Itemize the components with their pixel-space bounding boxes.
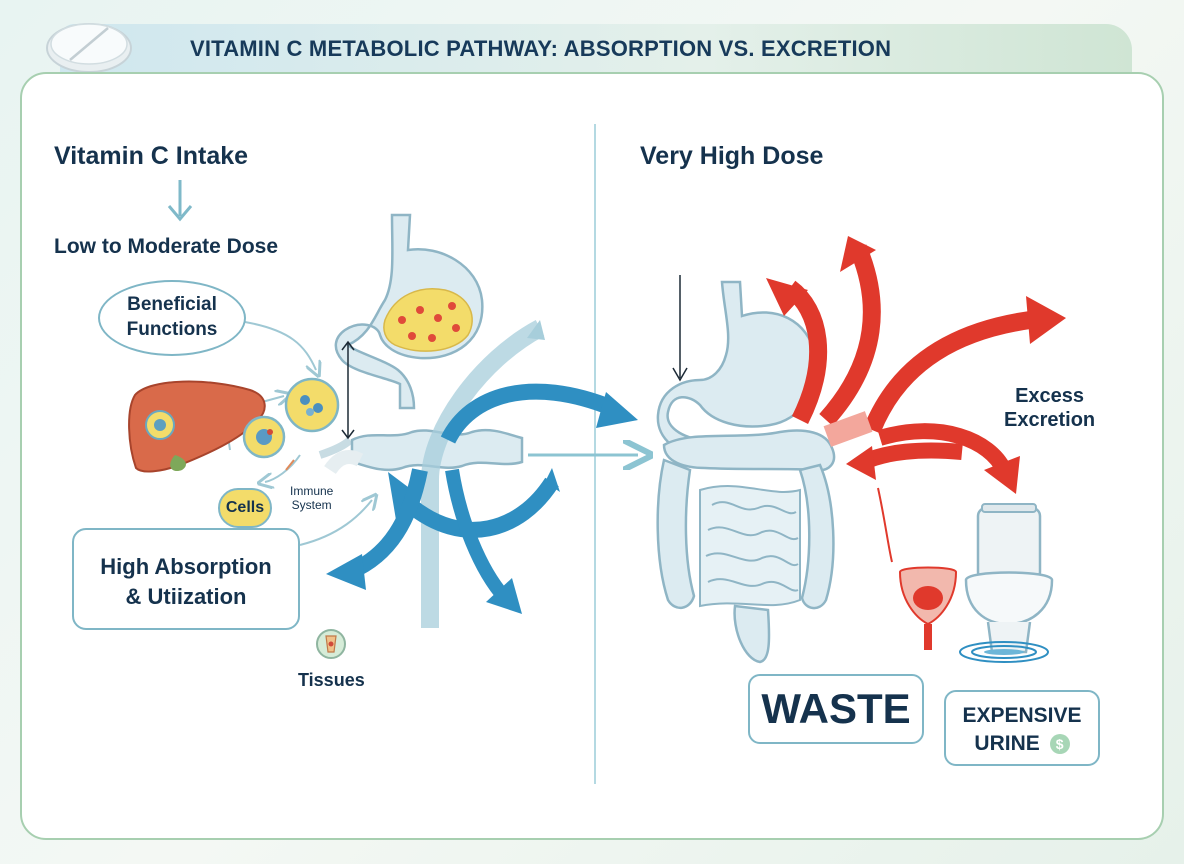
cell-illustrations: [242, 377, 353, 471]
waste-callout: WASTE: [748, 674, 924, 744]
left-stomach: [334, 213, 484, 410]
excess-line-2: Excretion: [1004, 409, 1096, 431]
low-dose-label: Low to Moderate Dose: [54, 235, 279, 258]
urine-label: URINE: [974, 732, 1040, 755]
beneficial-functions-bubble: Beneficial Functions: [98, 280, 246, 356]
immune-system-label: Immune System: [290, 484, 333, 512]
absorption-line-1: High Absorption: [100, 554, 272, 579]
intake-down-arrow: [167, 180, 193, 222]
liver-illustration: [128, 380, 266, 473]
right-intestines: [656, 429, 836, 664]
vitamin-tablet-icon: [46, 23, 132, 73]
high-absorption-callout: High Absorption & Utiization: [72, 528, 300, 630]
right-stomach: [656, 280, 818, 457]
immune-line-1: Immune: [290, 484, 334, 498]
intake-heading: Vitamin C Intake: [54, 142, 249, 170]
tissues-label: Tissues: [298, 670, 365, 690]
cells-label: Cells: [225, 499, 265, 516]
excess-line-1: Excess: [1015, 385, 1085, 407]
tissue-icon: [316, 629, 346, 659]
beneficial-line-1: Beneficial: [127, 294, 217, 315]
excretion-arrows: [766, 236, 1066, 563]
cells-badge: Cells: [218, 488, 272, 528]
title-banner: [60, 24, 1132, 76]
excess-excretion-label: Excess Excretion: [1004, 384, 1095, 432]
expensive-line-2: URINE $: [946, 730, 1098, 758]
absorption-arrows: [326, 383, 638, 614]
stomach-range-marker: [341, 340, 355, 440]
expensive-line-1: EXPENSIVE: [962, 704, 1082, 727]
dollar-coin-icon: $: [1049, 734, 1070, 755]
beneficial-line-2: Functions: [126, 319, 218, 340]
high-dose-heading: Very High Dose: [640, 142, 824, 170]
bladder-illustration: [898, 566, 958, 650]
vessel-flows: [324, 320, 545, 628]
absorption-line-2: & Utiization: [125, 584, 247, 609]
immune-line-2: System: [291, 498, 332, 512]
waste-label: WASTE: [761, 685, 911, 732]
page-title: VITAMIN C METABOLIC PATHWAY: ABSORPTION …: [190, 36, 892, 61]
right-intake-arrow: [672, 275, 688, 382]
toilet-icon: [959, 503, 1054, 663]
expensive-urine-callout: EXPENSIVE URINE $: [944, 690, 1100, 766]
